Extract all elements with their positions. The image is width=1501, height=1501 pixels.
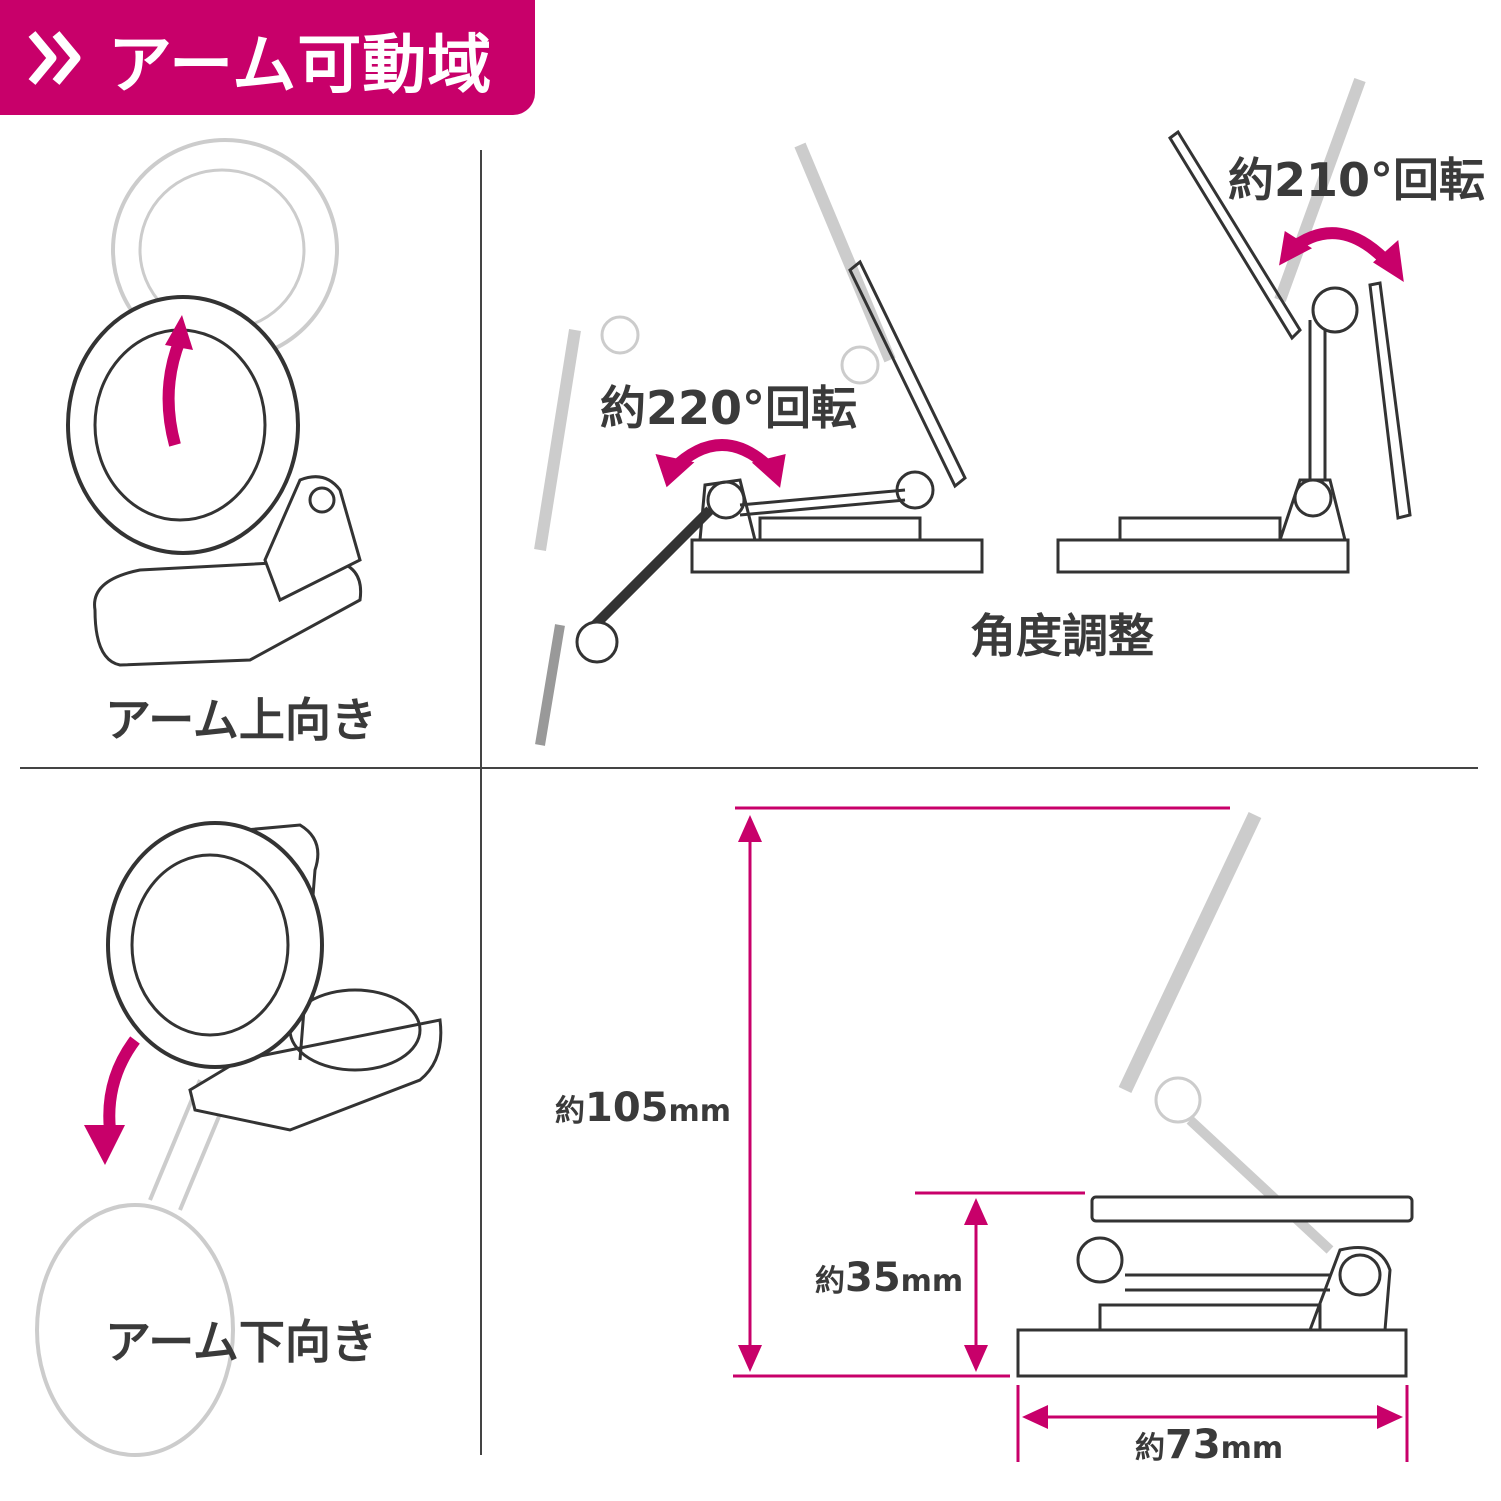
arm-down-illustration [35, 821, 443, 1457]
depth-dimension-label: 約35mm [815, 1255, 964, 1301]
angle-adjust-label: 角度調整 [970, 609, 1154, 663]
angle-right-illustration [1056, 77, 1412, 574]
dimension-lines [733, 806, 1409, 1462]
angle-left-illustration [534, 142, 984, 746]
rotation-210-label: 約210°回転 [1228, 153, 1486, 207]
height-dimension-label: 約105mm [555, 1085, 732, 1131]
arm-up-illustration [66, 138, 363, 667]
dimension-illustration [1016, 812, 1414, 1378]
arm-down-label: アーム下向き [105, 1315, 377, 1369]
double-chevron-right-icon [28, 31, 81, 85]
width-dimension-label: 約73mm [1135, 1422, 1284, 1468]
arm-up-label: アーム上向き [105, 693, 377, 747]
rotation-220-label: 約220°回転 [600, 381, 858, 435]
header-title: アーム可動域 [108, 29, 493, 103]
header-banner: アーム可動域 [0, 0, 535, 115]
